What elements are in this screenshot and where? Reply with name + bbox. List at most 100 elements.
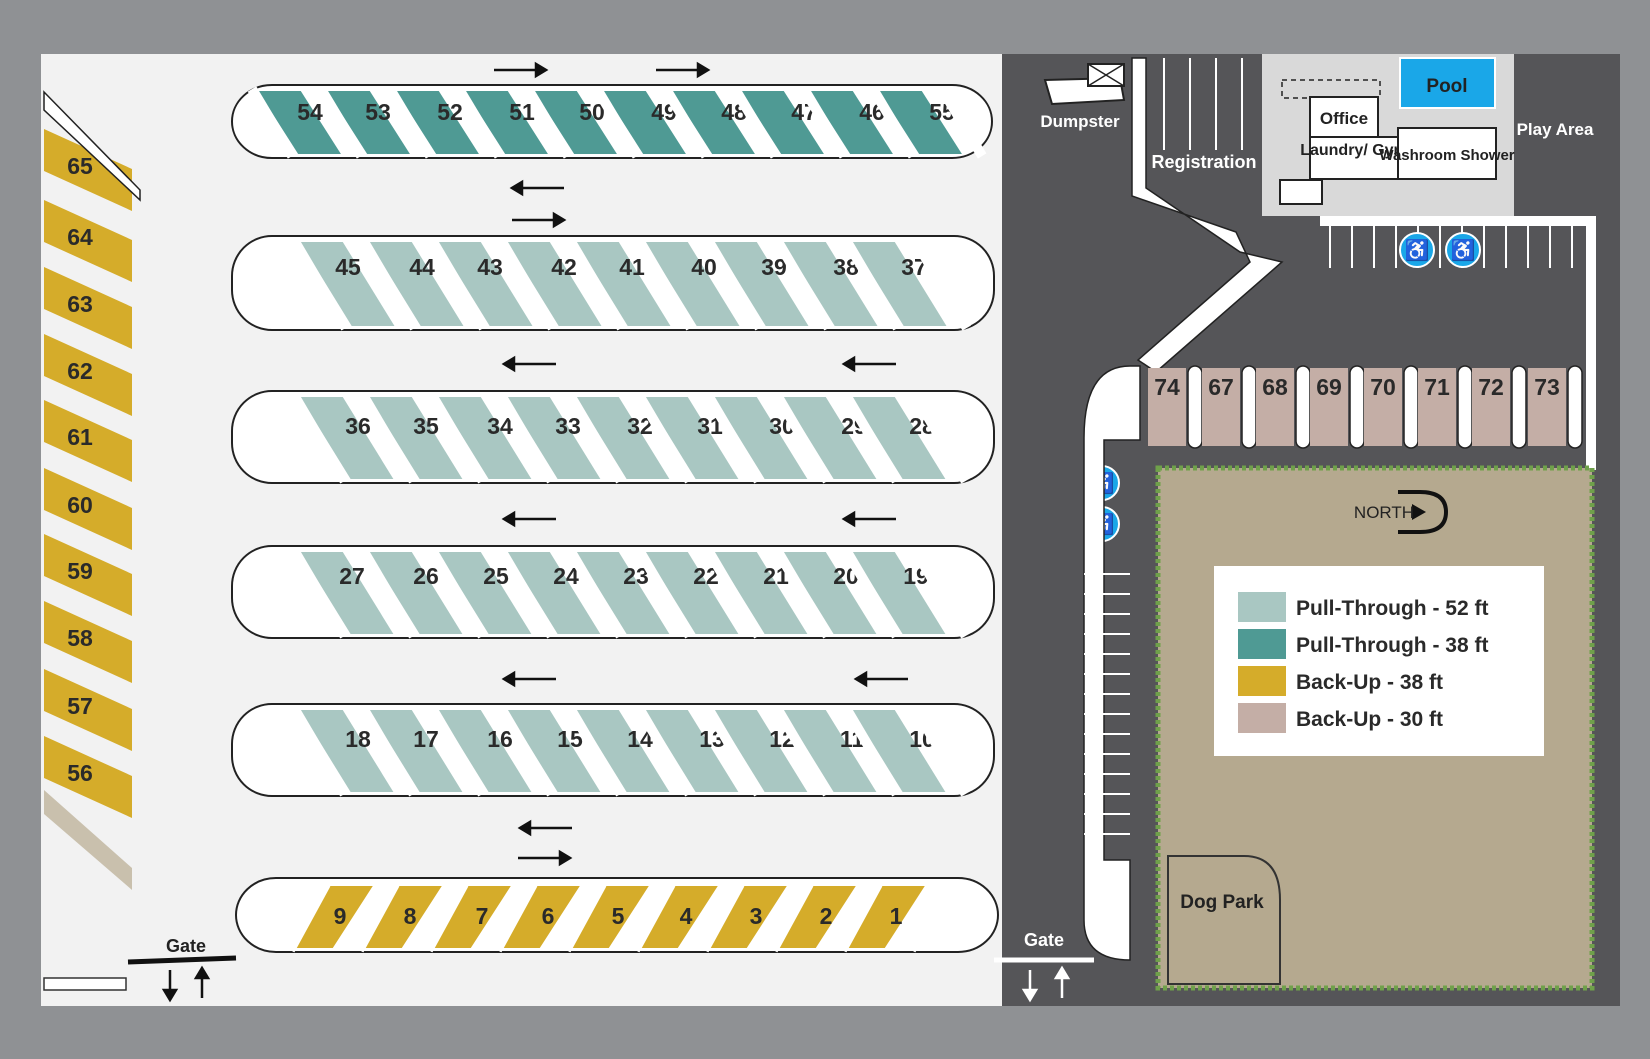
site-pad[interactable] (44, 468, 132, 550)
site-pad[interactable] (783, 710, 877, 792)
site-pad[interactable] (369, 710, 463, 792)
arrow-icon (518, 849, 573, 867)
site-pad[interactable] (1310, 368, 1348, 446)
site-pad[interactable] (44, 400, 132, 482)
site-number: 26 (413, 563, 439, 589)
site-number: 43 (477, 254, 503, 280)
site-pad[interactable] (576, 552, 670, 634)
site-number: 69 (1316, 374, 1342, 400)
site-pad[interactable] (635, 886, 718, 948)
site-pad[interactable] (1472, 368, 1510, 446)
site-pad[interactable] (645, 397, 739, 479)
site-pad[interactable] (396, 91, 479, 154)
site-pad[interactable] (603, 91, 686, 154)
site-pad[interactable] (566, 886, 649, 948)
site-pad[interactable] (1418, 368, 1456, 446)
site-pad[interactable] (714, 552, 808, 634)
site-divider (1567, 365, 1583, 449)
site-pad[interactable] (645, 710, 739, 792)
shed (1279, 179, 1323, 205)
site-pad[interactable] (842, 886, 925, 948)
site-pad[interactable] (534, 91, 617, 154)
gate-left-label: Gate (166, 936, 206, 956)
legend-swatch (1238, 629, 1286, 659)
site-pad[interactable] (852, 552, 946, 634)
site-divider (289, 547, 349, 639)
site-pad[interactable] (507, 397, 601, 479)
site-pad[interactable] (44, 601, 132, 683)
site-pad[interactable] (497, 886, 580, 948)
site-pad[interactable] (783, 397, 877, 479)
site-pad[interactable] (327, 91, 410, 154)
site-pad[interactable] (783, 242, 878, 326)
site-pad[interactable] (44, 736, 132, 818)
site-pad[interactable] (672, 91, 755, 154)
site-pad[interactable] (44, 267, 132, 349)
site-pad[interactable] (300, 710, 394, 792)
site-pad[interactable] (369, 242, 464, 326)
site-divider (868, 86, 918, 159)
site-number: 42 (551, 254, 577, 280)
site-number: 52 (437, 99, 463, 125)
site-number: 9 (334, 903, 347, 929)
site-pad[interactable] (44, 334, 132, 416)
site-pad[interactable] (465, 91, 548, 154)
site-pad[interactable] (645, 242, 740, 326)
site-pad[interactable] (852, 397, 946, 479)
site-pad[interactable] (783, 552, 877, 634)
site-pad[interactable] (300, 242, 395, 326)
site-pad[interactable] (507, 552, 601, 634)
site-number: 17 (413, 726, 439, 752)
site-number: 65 (67, 153, 93, 179)
legend-swatch (1238, 592, 1286, 622)
site-pad[interactable] (438, 552, 532, 634)
site-pad[interactable] (741, 91, 824, 154)
site-pad[interactable] (1202, 368, 1240, 446)
site-pad[interactable] (369, 397, 463, 479)
site-pad[interactable] (576, 397, 670, 479)
site-pad[interactable] (714, 397, 808, 479)
site-pad[interactable] (576, 242, 671, 326)
site-pad[interactable] (359, 886, 442, 948)
site-pad[interactable] (300, 397, 394, 479)
site-pad[interactable] (879, 91, 962, 154)
site-number: 67 (1208, 374, 1234, 400)
site-pad[interactable] (428, 886, 511, 948)
site-pad[interactable] (290, 886, 373, 948)
site-divider (768, 881, 814, 953)
site-pad[interactable] (773, 886, 856, 948)
site-divider (910, 705, 970, 797)
site-divider (772, 392, 832, 484)
site-pad[interactable] (704, 886, 787, 948)
site-pad[interactable] (44, 129, 132, 211)
site-pad[interactable] (438, 710, 532, 792)
dumpster-icon (1043, 63, 1126, 106)
site-pad[interactable] (714, 242, 809, 326)
site-pad[interactable] (369, 552, 463, 634)
site-divider (910, 547, 970, 639)
site-pad[interactable] (714, 710, 808, 792)
gate-left: Gate (43, 936, 237, 1003)
site-pad[interactable] (44, 534, 132, 616)
site-pad[interactable] (576, 710, 670, 792)
site-pad[interactable] (1256, 368, 1294, 446)
site-pad[interactable] (645, 552, 739, 634)
site-pad[interactable] (852, 242, 947, 326)
site-pad[interactable] (438, 242, 533, 326)
site-pad[interactable] (44, 669, 132, 751)
site-pad[interactable] (258, 91, 341, 154)
site-pad[interactable] (1364, 368, 1402, 446)
site-pad[interactable] (852, 710, 946, 792)
site-pad[interactable] (44, 200, 132, 282)
site-pad[interactable] (507, 242, 602, 326)
site-pad[interactable] (1528, 368, 1566, 446)
facilities: Pool Office Laundry/ Gym Washroom Shower… (1040, 54, 1596, 991)
site-pad[interactable] (300, 552, 394, 634)
site-pad[interactable] (810, 91, 893, 154)
site-pad[interactable] (507, 710, 601, 792)
site-pad[interactable] (438, 397, 532, 479)
site-pad[interactable] (1148, 368, 1186, 446)
site-number: 45 (335, 254, 361, 280)
laundry-label: Laundry/ Gym (1300, 142, 1408, 159)
arrow-icon (494, 61, 549, 79)
